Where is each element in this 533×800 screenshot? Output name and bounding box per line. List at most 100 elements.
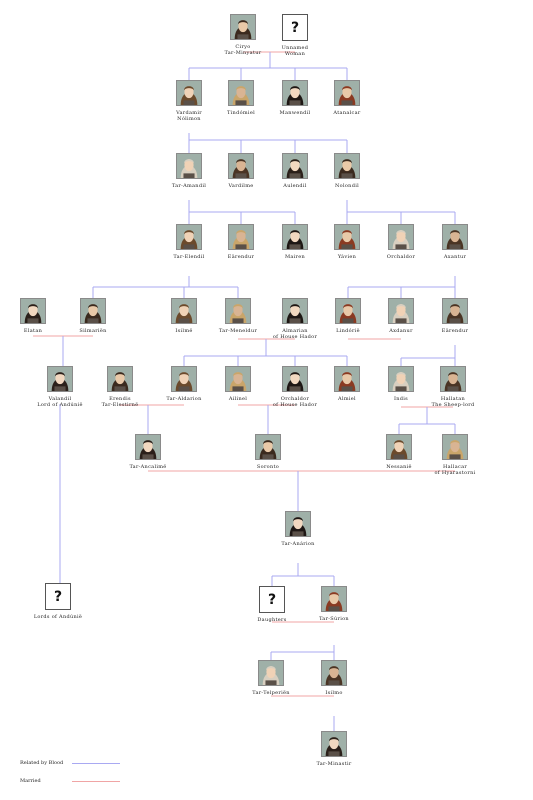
- legend-blood-label: Related by Blood: [20, 760, 64, 766]
- portrait-icon: [135, 434, 161, 460]
- person-name: Unnamed Woman: [281, 45, 309, 57]
- portrait-icon: [442, 298, 468, 324]
- person-name: Tar-Meneldur: [218, 328, 258, 334]
- portrait-icon: [107, 366, 133, 392]
- person-name: Hallacar of Hyarastorni: [434, 464, 476, 476]
- portrait-icon: [440, 366, 466, 392]
- portrait-icon: [334, 153, 360, 179]
- person-mairen: Mairen: [240, 224, 350, 260]
- person-name: Tar-Aldarion: [166, 396, 202, 402]
- legend-married: Married: [20, 778, 120, 784]
- person-nolondil: Nolondil: [292, 153, 402, 189]
- person-daughters: ? Daughters: [217, 586, 327, 623]
- person-name: Ciryo Tar-Minyatur: [224, 44, 262, 56]
- person-lindórië: Lindórië: [293, 298, 403, 334]
- portrait-icon: [334, 224, 360, 250]
- person-indis: Indis: [346, 366, 456, 402]
- portrait-icon: [388, 224, 414, 250]
- person-name: Isilmë: [175, 328, 193, 334]
- portrait-icon: [176, 153, 202, 179]
- person-silmariën: Silmariën: [38, 298, 148, 334]
- person-name: Ailinel: [228, 396, 248, 402]
- portrait-icon: [388, 298, 414, 324]
- person-soronto: Soronto: [213, 434, 323, 470]
- person-name: Manwendil: [279, 110, 311, 116]
- portrait-icon: [171, 366, 197, 392]
- person-yávien: Yávien: [292, 224, 402, 260]
- portrait-icon: [228, 153, 254, 179]
- legend-married-label: Married: [20, 778, 41, 784]
- portrait-icon: [282, 224, 308, 250]
- person-name: Tar-Elendil: [173, 254, 205, 260]
- person-tar-minastir: Tar-Minastir: [279, 731, 389, 767]
- person-atanalcar: Atanalcar: [292, 80, 402, 116]
- person-name: Nolondil: [334, 183, 359, 189]
- person-name: Valandil Lord of Andúnië: [37, 396, 83, 408]
- person-name: Tar-Minastir: [316, 761, 352, 767]
- person-ciryatur: Ciryo Tar-Minyatur: [188, 14, 298, 56]
- person-orchaldor-hador: Orchaldor of House Hador: [240, 366, 350, 408]
- person-name: Vardamir Nólimon: [176, 110, 202, 122]
- portrait-icon: [282, 153, 308, 179]
- person-tar-ancalime: Tar-Ancalimë: [93, 434, 203, 470]
- person-name: Almarian of House Hador: [272, 328, 318, 340]
- person-name: Atanalcar: [333, 110, 361, 116]
- portrait-icon: [228, 224, 254, 250]
- portrait-icon: [230, 14, 256, 40]
- person-tar-anarion: Tar-Anárion: [243, 511, 353, 547]
- unknown-question-icon: ?: [282, 14, 308, 41]
- person-name: Nessanië: [386, 464, 412, 470]
- person-name: Axdanur: [389, 328, 413, 334]
- portrait-icon: [225, 298, 251, 324]
- person-name: Vardilme: [228, 183, 254, 189]
- person-valandil: Valandil Lord of Andúnië: [5, 366, 115, 408]
- legend-blood-line: [72, 763, 120, 764]
- portrait-icon: [386, 434, 412, 460]
- person-name: Tar-Súrion: [319, 616, 349, 622]
- person-name: Almiel: [338, 396, 356, 402]
- legend-blood: Related by Blood: [20, 760, 120, 766]
- portrait-icon: [321, 660, 347, 686]
- unknown-question-icon: ?: [45, 583, 71, 610]
- person-name: Erendis Tar-Elestirnë: [101, 396, 139, 408]
- person-name: Indis: [393, 396, 409, 402]
- person-orchaldor: Orchaldor: [346, 224, 456, 260]
- portrait-icon: [80, 298, 106, 324]
- portrait-icon: [334, 80, 360, 106]
- person-name: Daughters: [257, 617, 287, 623]
- person-name: Tar-Ancalimë: [129, 464, 167, 470]
- portrait-icon: [285, 511, 311, 537]
- portrait-icon: [442, 224, 468, 250]
- person-name: Tar-Amandil: [171, 183, 207, 189]
- person-name: Lords of Andúnië: [33, 614, 83, 620]
- person-axantur: Axantur: [400, 224, 510, 260]
- person-tar-aldarion: Tar-Aldarion: [129, 366, 239, 402]
- person-aulendil: Aulendil: [240, 153, 350, 189]
- person-tar-meneldur: Tar-Meneldur: [183, 298, 293, 334]
- person-ailinel: Ailinel: [183, 366, 293, 402]
- person-eärendur-2: Eärendur: [400, 298, 510, 334]
- person-name: Orchaldor: [386, 254, 416, 260]
- person-tar-surion: Tar-Súrion: [279, 586, 389, 622]
- person-name: Aulendil: [283, 183, 307, 189]
- person-isilmo: Isilmo: [279, 660, 389, 696]
- person-manwendil: Manwendil: [240, 80, 350, 116]
- person-hallatan: Hallatan The Sheep-lord: [398, 366, 508, 408]
- person-elatan: Elatan: [0, 298, 88, 334]
- legend-married-line: [72, 781, 120, 782]
- portrait-icon: [225, 366, 251, 392]
- person-name: Isilmo: [325, 690, 343, 696]
- person-tar-telperien: Tar-Telperiën: [216, 660, 326, 696]
- portrait-icon: [388, 366, 414, 392]
- unknown-question-icon: ?: [259, 586, 285, 613]
- portrait-icon: [20, 298, 46, 324]
- portrait-icon: [335, 298, 361, 324]
- portrait-icon: [321, 731, 347, 757]
- portrait-icon: [334, 366, 360, 392]
- person-nessanie: Nessanië: [344, 434, 454, 470]
- person-lords-andunie: ? Lords of Andúnië: [3, 583, 113, 620]
- portrait-icon: [176, 224, 202, 250]
- portrait-icon: [442, 434, 468, 460]
- portrait-icon: [171, 298, 197, 324]
